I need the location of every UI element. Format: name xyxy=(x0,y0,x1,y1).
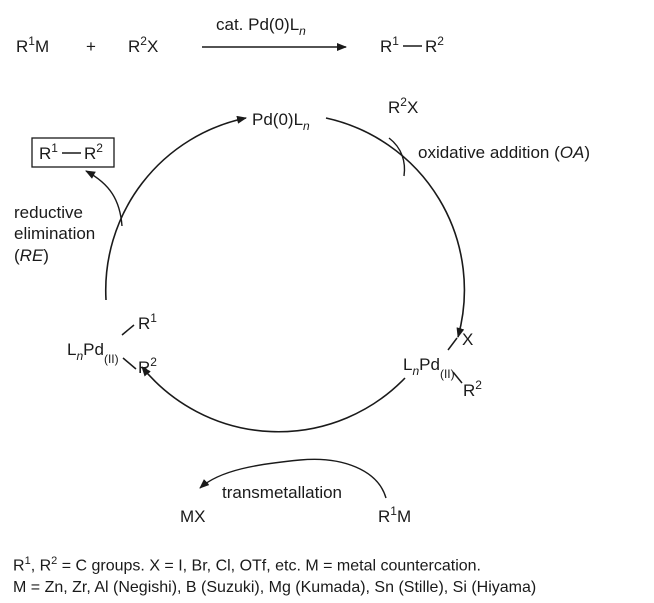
oa-label: oxidative addition (OA) xyxy=(418,143,590,162)
re-label-abbr: (RE) xyxy=(14,246,49,265)
tm-exchange-arrow xyxy=(199,458,387,499)
pd2-oa-metal: LnPd(II) xyxy=(403,355,455,381)
tm-label: transmetallation xyxy=(222,483,342,502)
pd2-tm-complex: R1 LnPd(II) R2 xyxy=(67,311,157,377)
footer-metal-list: M = Zn, Zr, Al (Negishi), B (Suzuki), Mg… xyxy=(13,579,537,596)
pd0-species: Pd(0)Ln xyxy=(252,110,310,133)
pd2-oa-x-ligand: X xyxy=(462,330,473,349)
pd2-oa-complex: X LnPd(II) R2 xyxy=(403,330,482,400)
plus-sign: + xyxy=(86,37,96,56)
footer-definitions: R1, R2 = C groups. X = I, Br, Cl, OTf, e… xyxy=(13,555,481,575)
re-product-r2: R2 xyxy=(84,141,103,163)
oa-incoming-curve xyxy=(388,137,406,177)
arc-transmetallation xyxy=(141,366,406,433)
reactant-r1m: R1M xyxy=(16,34,49,56)
re-product-box xyxy=(31,137,115,168)
catalyst-label: cat. Pd(0)Ln xyxy=(216,15,306,38)
tm-byproduct-mx: MX xyxy=(180,507,206,526)
catalytic-cycle-diagram: R1M + R2X cat. Pd(0)Ln R1 R2 Pd(0)Ln R2X… xyxy=(14,15,590,526)
arc-reductive-elimination xyxy=(104,115,247,301)
product-r1-part: R1 xyxy=(380,34,399,56)
reactant-r2x: R2X xyxy=(128,34,158,56)
re-release-arrow xyxy=(85,170,123,227)
re-label-line2: elimination xyxy=(14,224,95,243)
re-label-line1: reductive xyxy=(14,203,83,222)
pd2-tm-r1-ligand: R1 xyxy=(138,311,157,333)
tm-reagent-r1m: R1M xyxy=(378,504,411,526)
arc-oxidative-addition xyxy=(325,117,466,338)
pd2-oa-r2-ligand: R2 xyxy=(463,378,482,400)
product-r2-part: R2 xyxy=(425,34,444,56)
oa-reagent-r2x: R2X xyxy=(388,95,418,117)
pd2-tm-r2-ligand: R2 xyxy=(138,355,157,377)
pd2-tm-metal: LnPd(II) xyxy=(67,340,119,366)
re-product-r1: R1 xyxy=(39,141,58,163)
